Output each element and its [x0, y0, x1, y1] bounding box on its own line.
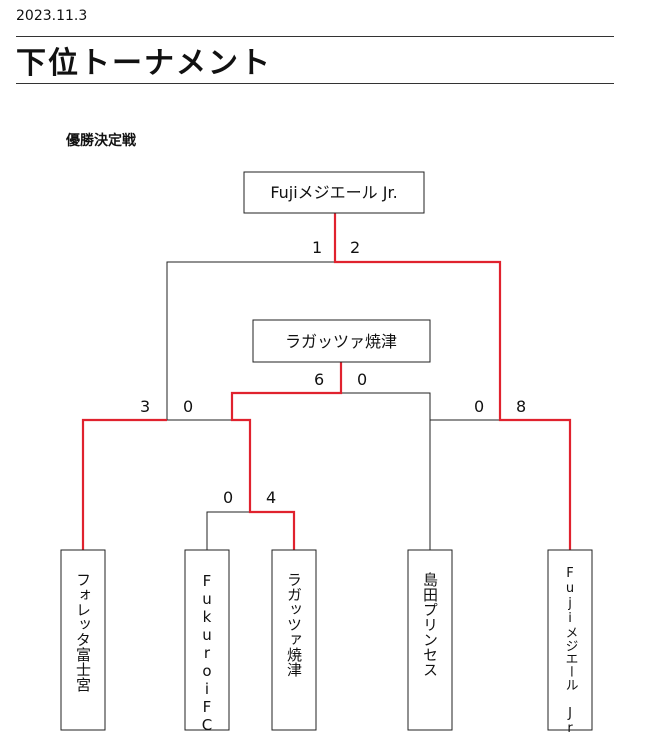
team-name-2: FukuroiFC — [198, 572, 216, 734]
team-box-1 — [60, 549, 106, 731]
team-name-3: ラガッツァ焼津 — [285, 572, 303, 677]
score-r1-left: 0 — [223, 488, 233, 507]
semifinal-winner-box — [252, 319, 431, 363]
winner-lines — [81, 213, 572, 550]
score-left-team2: 0 — [183, 397, 193, 416]
semifinal-winner-name: ラガッツァ焼津 — [285, 332, 397, 351]
page-title: 下位トーナメント — [16, 46, 272, 81]
score-r1-right: 4 — [266, 488, 276, 507]
title-bottom-rule — [16, 83, 614, 84]
team-box-5 — [547, 549, 593, 731]
score-right-team1: 0 — [474, 397, 484, 416]
title-top-rule — [16, 36, 614, 37]
score-semi-left: 6 — [314, 370, 324, 389]
team-name-5: Fujiメジエール Jr. — [563, 566, 578, 742]
team-box-4 — [407, 549, 453, 731]
champion-name: Fujiメジエール Jr. — [270, 183, 397, 202]
team-box-3 — [271, 549, 317, 731]
score-final-right: 2 — [350, 238, 360, 257]
section-title: 優勝決定戦 — [66, 133, 136, 149]
team-name-4: 島田プリンセス — [421, 572, 439, 677]
team-box-2 — [184, 549, 230, 731]
score-final-left: 1 — [312, 238, 322, 257]
score-semi-right: 0 — [357, 370, 367, 389]
score-left-team1: 3 — [140, 397, 150, 416]
bracket-lines — [166, 261, 500, 550]
score-right-team2: 8 — [516, 397, 526, 416]
champion-box — [243, 171, 425, 214]
team-name-1: フォレッタ富士宮 — [74, 572, 92, 692]
date: 2023.11.3 — [16, 8, 88, 24]
